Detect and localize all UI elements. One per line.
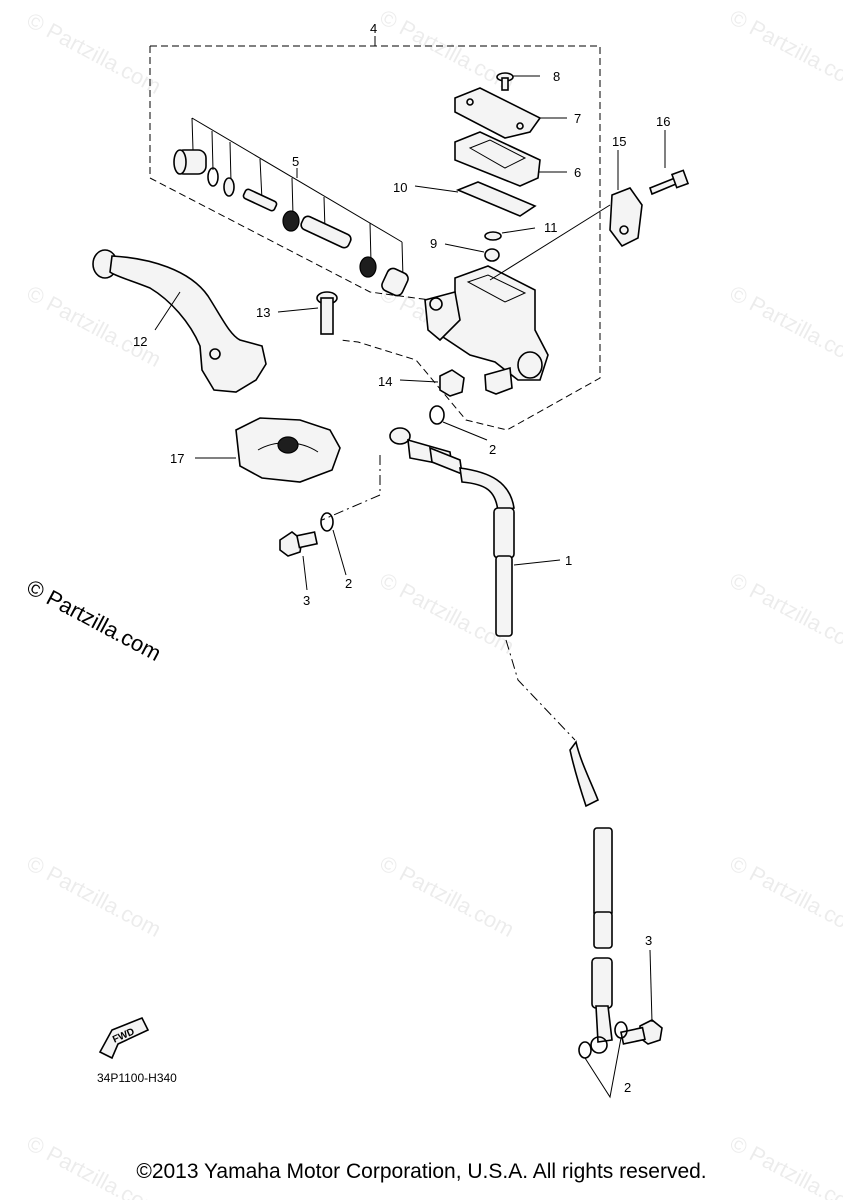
callout-6: 6 [574, 165, 581, 180]
copyright-notice: ©2013 Yamaha Motor Corporation, U.S.A. A… [136, 1160, 707, 1183]
callout-2: 2 [624, 1080, 631, 1095]
nut [399, 369, 465, 397]
piston-kit [173, 117, 409, 297]
callout-9: 9 [430, 236, 437, 251]
watermark-text: © Partzilla.com [726, 280, 843, 372]
callout-5: 5 [292, 154, 299, 169]
watermark-text: © Partzilla.com [726, 567, 843, 659]
callout-12: 12 [133, 334, 147, 349]
pivot-bolt [277, 291, 338, 335]
cap-screw [496, 72, 540, 91]
brake-lever [92, 249, 267, 393]
watermark-text-strong: © Partzilla.com [23, 574, 166, 666]
master-cylinder-kit-outline [149, 45, 601, 431]
diaphragm-holder [454, 131, 567, 187]
callout-7: 7 [574, 111, 581, 126]
master-cylinder-body [424, 265, 549, 395]
watermark-text: © Partzilla.com [726, 4, 843, 96]
bracket-and-bolt [489, 130, 690, 281]
callout-2: 2 [345, 576, 352, 591]
fwd-arrow: FWD [98, 1016, 150, 1060]
callout-15: 15 [612, 134, 626, 149]
watermark-layer: © Partzilla.com © Partzilla.com © Partzi… [23, 4, 843, 1200]
callout-11: 11 [544, 220, 558, 235]
watermark-text: © Partzilla.com [726, 850, 843, 942]
callout-10: 10 [393, 180, 407, 195]
protector [444, 227, 536, 262]
watermark-text: © Partzilla.com [23, 850, 166, 942]
diaphragm [414, 181, 537, 217]
callout-4: 4 [370, 21, 377, 36]
callout-1: 1 [565, 553, 572, 568]
callout-3: 3 [645, 933, 652, 948]
callout-16: 16 [656, 114, 670, 129]
watermark-text: © Partzilla.com [23, 7, 166, 99]
watermark-text: © Partzilla.com [376, 850, 519, 942]
callout-17: 17 [170, 451, 184, 466]
callout-14: 14 [378, 374, 392, 389]
watermark-text: © Partzilla.com [376, 4, 519, 96]
callout-13: 13 [256, 305, 270, 320]
union-bolt-lower [578, 949, 663, 1099]
callout-labels: 1 2 2 2 3 3 4 5 6 7 8 9 10 11 12 13 14 1… [133, 21, 670, 1095]
callout-2: 2 [489, 442, 496, 457]
callout-3: 3 [303, 593, 310, 608]
callout-8: 8 [553, 69, 560, 84]
reservoir-cap [454, 87, 567, 139]
union-bolt-upper [279, 405, 488, 591]
brake-hose [321, 427, 613, 1054]
diagram-code: 34P1100-H340 [97, 1071, 177, 1085]
lever-holder [195, 417, 341, 483]
watermark-text: © Partzilla.com [23, 280, 166, 372]
